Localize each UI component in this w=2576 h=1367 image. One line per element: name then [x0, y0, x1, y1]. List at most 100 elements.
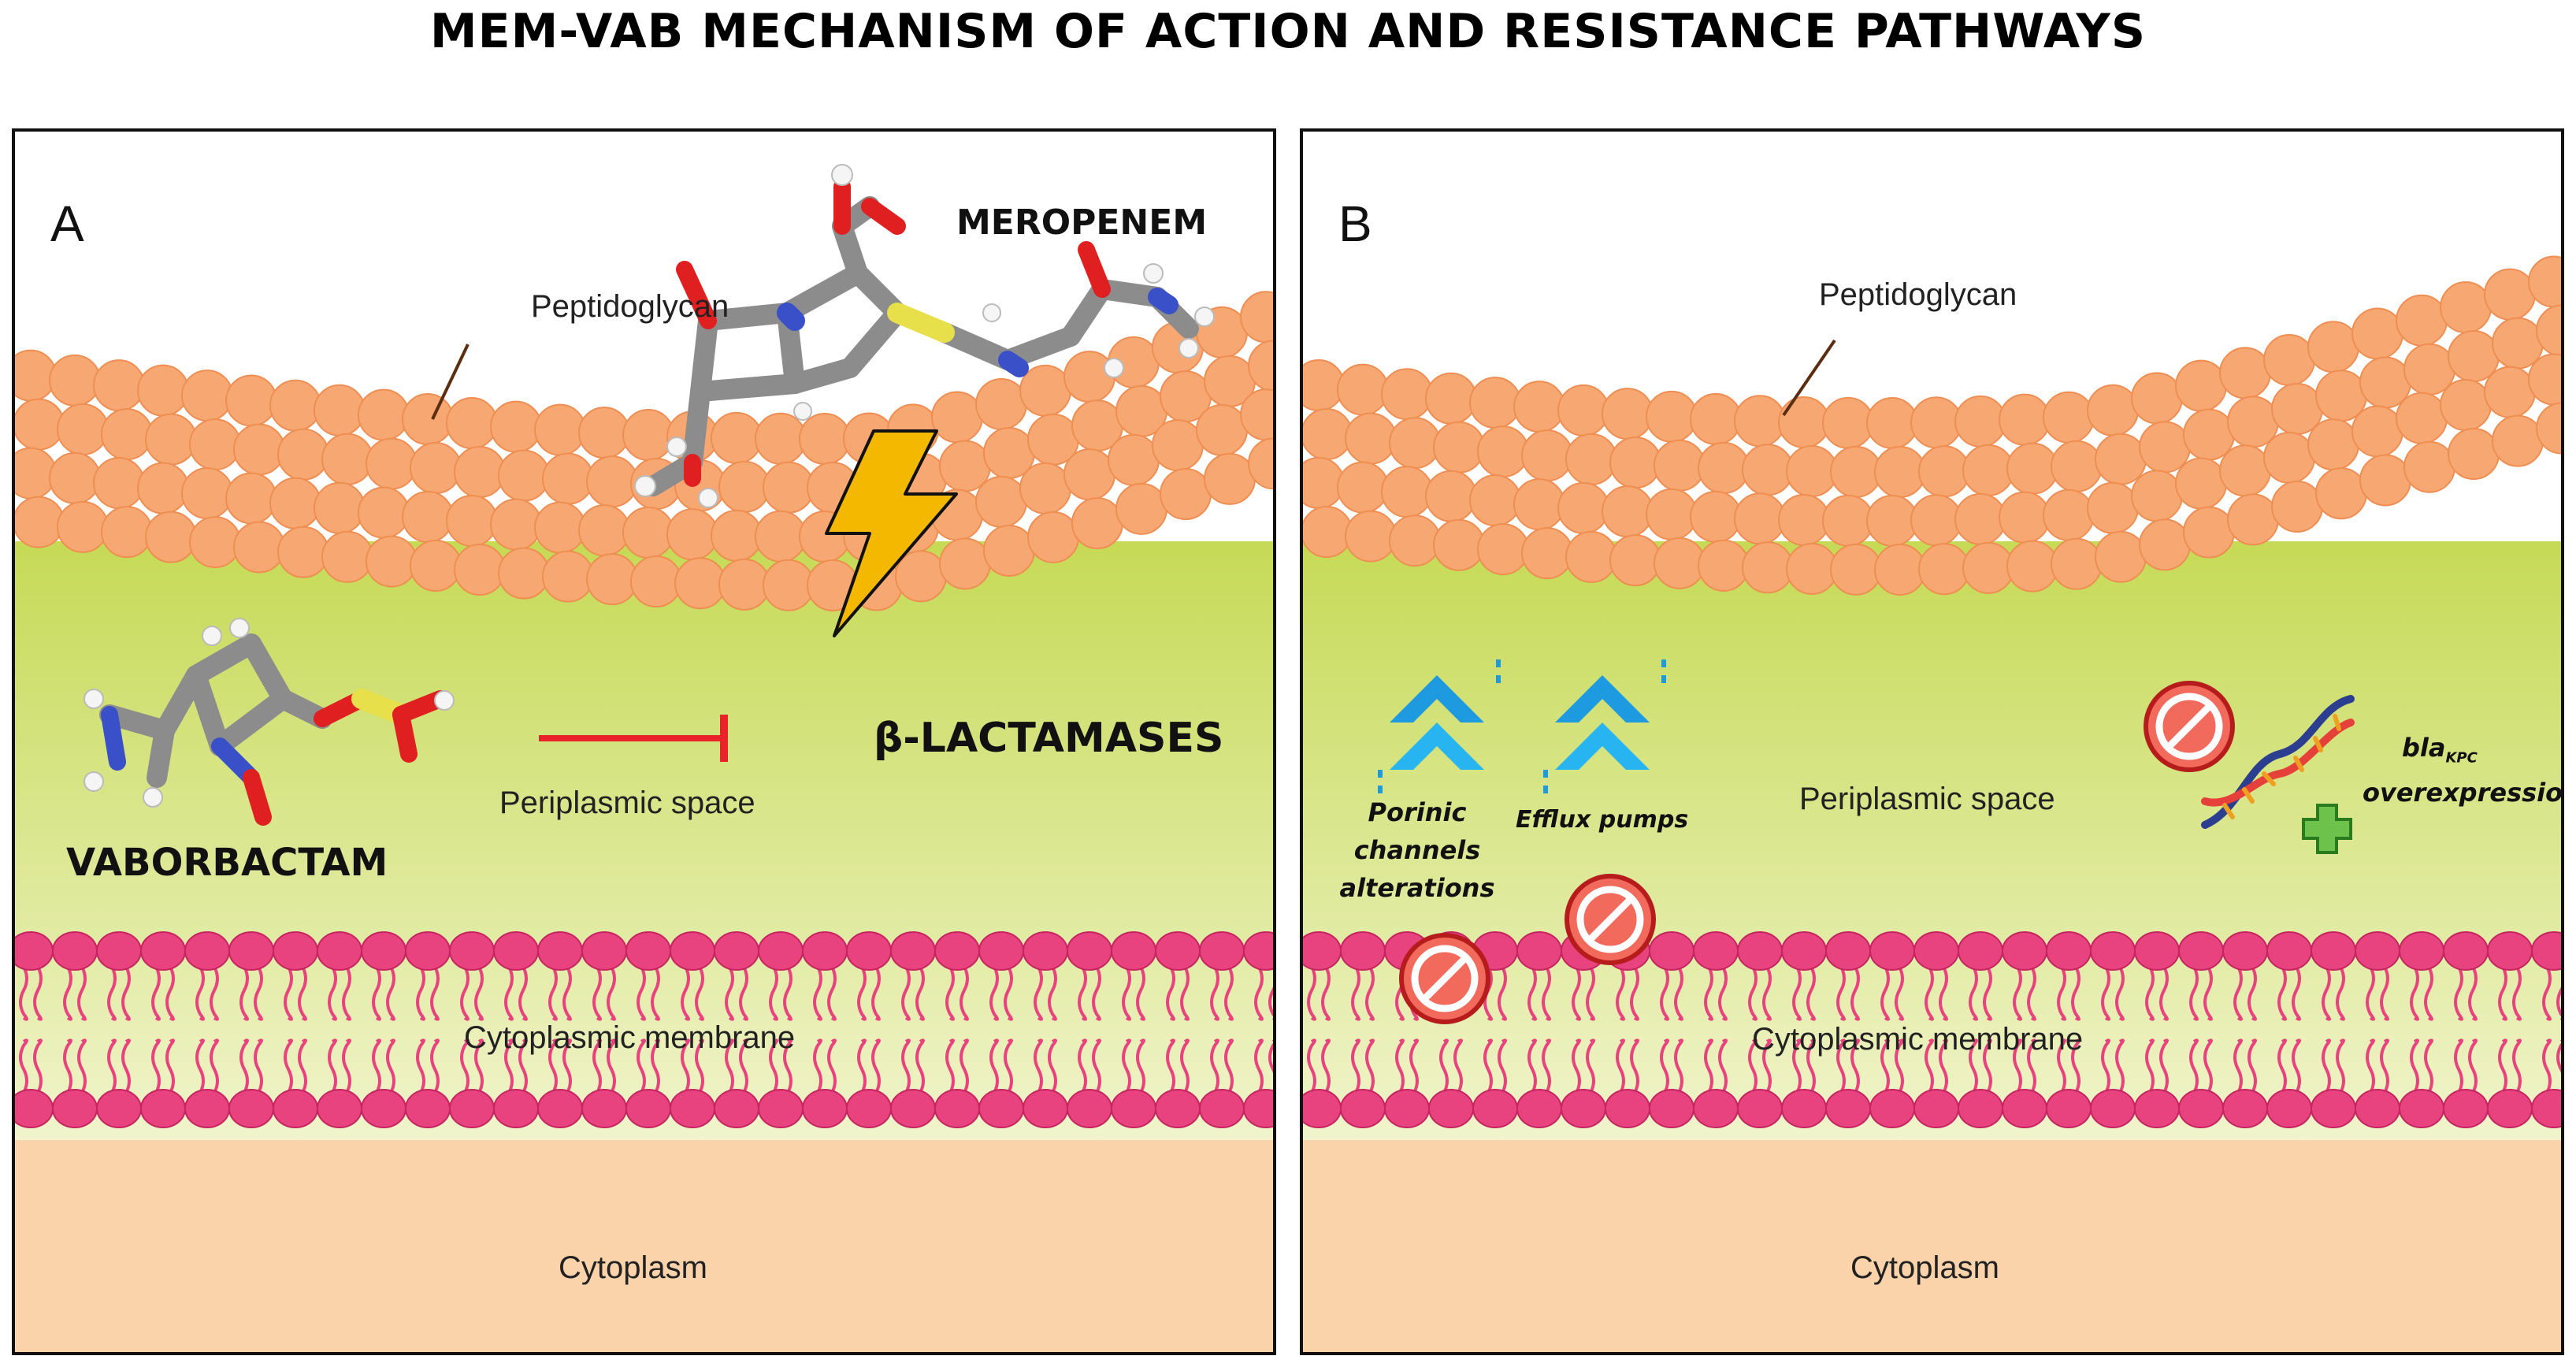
- peptidoglycan-unit: [446, 495, 498, 548]
- lipid-head: [1825, 1089, 1871, 1128]
- peptidoglycan-unit: [1303, 506, 1353, 559]
- peptidoglycan-unit: [799, 412, 851, 465]
- lipid-tail: [2424, 1038, 2433, 1094]
- lipid-head: [317, 1089, 362, 1128]
- dna-helix-icon: [2201, 695, 2355, 829]
- lipid-tail: [1483, 1038, 1493, 1094]
- lipid-tail: [1136, 1038, 1145, 1094]
- lipid-tail: [1527, 966, 1537, 1021]
- lipid-head: [581, 1089, 627, 1128]
- lipid-tail: [2512, 1038, 2522, 1094]
- lipid-tail: [637, 966, 646, 1021]
- lipid-tail: [1483, 966, 1493, 1021]
- panel-b-cytoplasmic-membrane-label: Cytoplasmic membrane: [1752, 1022, 2084, 1057]
- lipid-tail: [1254, 966, 1264, 1021]
- lipid-head: [802, 931, 848, 971]
- lipid-tail: [19, 1038, 28, 1094]
- peptidoglycan-unit: [1654, 537, 1706, 589]
- lipid-tail: [77, 1038, 87, 1094]
- lipid-head: [15, 931, 54, 971]
- lipid-tail: [1836, 1038, 1846, 1094]
- peptidoglycan-unit: [1152, 419, 1204, 472]
- lipid-tail: [2071, 966, 2080, 1021]
- peptidoglycan-unit: [1027, 511, 1079, 563]
- lipid-head: [625, 1089, 671, 1128]
- peptidoglycan-unit: [1521, 429, 1573, 482]
- lipid-tail: [474, 1038, 484, 1094]
- lipid-head: [184, 1089, 230, 1128]
- lipid-tail: [725, 1038, 734, 1094]
- lipid-head: [96, 931, 142, 971]
- lipid-head: [493, 1089, 539, 1128]
- peptidoglycan-unit: [1698, 441, 1750, 494]
- peptidoglycan-unit: [2043, 391, 2095, 444]
- peptidoglycan-unit: [1910, 494, 1962, 547]
- peptidoglycan-unit: [1565, 433, 1617, 485]
- peptidoglycan-unit: [1248, 437, 1273, 490]
- lipid-tail: [460, 966, 470, 1021]
- lipid-head: [1199, 931, 1245, 971]
- lipid-tail: [2380, 966, 2389, 1021]
- lipid-tail: [1395, 1038, 1405, 1094]
- lipid-head: [537, 931, 583, 971]
- peptidoglycan-unit: [1433, 421, 1485, 474]
- lipid-tail: [121, 1038, 131, 1094]
- lipid-head: [2531, 1089, 2561, 1128]
- lipid-tail: [827, 1038, 837, 1094]
- lipid-tail: [2454, 1038, 2463, 1094]
- lipid-head: [1067, 1089, 1112, 1128]
- lipid-tail: [386, 1038, 395, 1094]
- lipid-tail: [1034, 966, 1043, 1021]
- lipid-tail: [1925, 966, 1934, 1021]
- lipid-head: [2487, 1089, 2533, 1128]
- lipid-tail: [2498, 1038, 2507, 1094]
- lipid-tail: [1895, 1038, 1904, 1094]
- lipid-tail: [1034, 1038, 1043, 1094]
- peptidoglycan-unit: [314, 481, 366, 534]
- peptidoglycan-unit: [586, 455, 638, 508]
- bla-gene-text: bla: [2402, 733, 2446, 763]
- lipid-head: [2046, 931, 2092, 971]
- peptidoglycan-unit: [2219, 347, 2271, 399]
- peptidoglycan-unit: [1248, 340, 1273, 392]
- peptidoglycan-pointer: [1782, 339, 1836, 417]
- peptidoglycan-unit: [1381, 368, 1433, 421]
- lipid-head: [2355, 931, 2400, 971]
- lipid-tail: [1572, 1038, 1581, 1094]
- peptidoglycan-unit: [181, 370, 233, 422]
- lipid-tail: [2556, 1039, 2561, 1093]
- lipid-tail: [1453, 1038, 1463, 1094]
- lipid-head: [15, 1089, 54, 1128]
- lipid-tail: [989, 966, 999, 1021]
- lipid-head: [228, 1089, 274, 1128]
- meropenem-molecule: [634, 164, 1215, 508]
- lipid-head: [1649, 1089, 1694, 1128]
- lipid-tail: [107, 1038, 117, 1094]
- lipid-tail: [165, 966, 175, 1021]
- lipid-head: [758, 931, 804, 971]
- lipid-tail: [1586, 966, 1595, 1021]
- lightning-bolt-icon: [825, 429, 958, 637]
- peptidoglycan-unit: [145, 511, 197, 563]
- peptidoglycan-unit: [2271, 480, 2323, 533]
- lipid-tail: [607, 966, 616, 1021]
- peptidoglycan-unit: [358, 486, 410, 539]
- lipid-tail: [298, 1038, 307, 1094]
- peptidoglycan-unit: [622, 507, 674, 559]
- peptidoglycan-unit: [402, 393, 454, 446]
- peptidoglycan-unit: [454, 446, 506, 499]
- lipid-head: [1199, 1089, 1245, 1128]
- lipid-tail: [1048, 1038, 1057, 1094]
- peptidoglycan-unit: [1830, 543, 1882, 596]
- lipid-tail: [2366, 1038, 2375, 1094]
- peptidoglycan-unit: [233, 521, 285, 574]
- peptidoglycan-unit: [2536, 304, 2561, 357]
- lipid-tail: [107, 966, 117, 1021]
- lipid-tail: [504, 1038, 514, 1094]
- lipid-tail: [1307, 1038, 1316, 1094]
- lipid-tail: [1939, 1038, 1948, 1094]
- lipid-head: [2531, 931, 2561, 971]
- lipid-head: [1303, 931, 1342, 971]
- lipid-head: [1340, 1089, 1386, 1128]
- lipid-tail: [1180, 1038, 1190, 1094]
